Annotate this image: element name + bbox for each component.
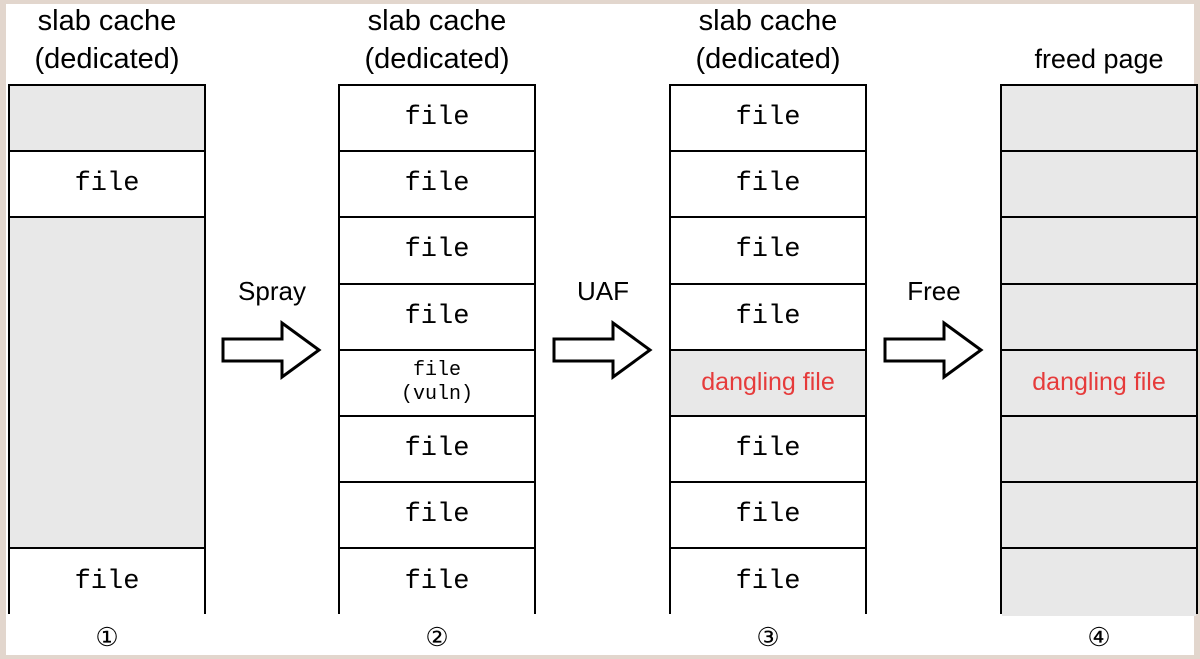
file-object-label: file [404, 103, 470, 134]
panel-1-title: slab cache (dedicated) [34, 5, 180, 75]
arrow-label-uaf: UAF [577, 276, 629, 306]
slab-1-slot-4 [10, 284, 204, 351]
file-object-label: file [735, 434, 801, 465]
slab-3-slot-4: file [671, 284, 865, 351]
file-object-label: file [735, 500, 801, 531]
arrow-free-icon [883, 320, 984, 380]
slab-3-slot-1: file [671, 86, 865, 153]
file-object-label: file [735, 567, 801, 598]
slab-4-slot-3 [1002, 218, 1196, 285]
slab-column-1: file file [8, 84, 206, 616]
slab-1-slot-6 [10, 417, 204, 484]
step-1-label: ① [95, 622, 119, 652]
arrow-spray-icon [221, 320, 322, 380]
slab-column-4: dangling file [1000, 84, 1198, 616]
file-object-label: file [74, 567, 140, 598]
slab-4-slot-2 [1002, 152, 1196, 219]
frame-top [0, 0, 1200, 4]
slab-2-slot-8: file [340, 549, 534, 616]
file-object-label: file [404, 434, 470, 465]
slab-3-slot-3: file [671, 218, 865, 285]
slab-1-slot-8: file [10, 549, 204, 616]
slab-4-slot-1 [1002, 86, 1196, 153]
file-object-label: file [404, 567, 470, 598]
slab-column-3: file file file file dangling file file file fil… [669, 84, 867, 616]
file-object-label: file [735, 103, 801, 134]
arrow-uaf-icon [552, 320, 653, 380]
panel-3-title: slab cache (dedicated) [695, 5, 841, 75]
file-object-label: file [735, 301, 801, 332]
slab-4-slot-7 [1002, 483, 1196, 550]
slab-3-slot-8: file [671, 549, 865, 616]
file-object-label: file [735, 169, 801, 200]
file-object-label: file [404, 500, 470, 531]
slab-2-slot-7: file [340, 483, 534, 550]
slab-1-slot-3 [10, 218, 204, 285]
file-object-label: file [404, 235, 470, 266]
arrow-label-free: Free [907, 276, 961, 306]
slab-2-slot-1: file [340, 86, 534, 153]
slab-column-2: file file file file file (vuln) file file file [338, 84, 536, 616]
dangling-file-label: dangling file [701, 368, 835, 397]
slab-3-slot-6: file [671, 417, 865, 484]
slab-3-slot-7: file [671, 483, 865, 550]
file-object-label: file [735, 235, 801, 266]
slab-2-slot-3: file [340, 218, 534, 285]
slab-4-slot-5: dangling file [1002, 350, 1196, 417]
frame-left [0, 0, 6, 659]
step-3-label: ③ [756, 622, 780, 652]
slab-3-slot-5: dangling file [671, 350, 865, 417]
slab-3-slot-2: file [671, 152, 865, 219]
slab-4-slot-8 [1002, 549, 1196, 616]
slab-4-slot-4 [1002, 284, 1196, 351]
slab-1-slot-7 [10, 483, 204, 550]
slab-2-slot-6: file [340, 417, 534, 484]
file-object-label: file (vuln) [400, 358, 473, 406]
slab-2-slot-4: file [340, 284, 534, 351]
step-4-label: ④ [1087, 622, 1111, 652]
slab-2-slot-5: file (vuln) [340, 350, 534, 417]
panel-2-title: slab cache (dedicated) [364, 5, 510, 75]
slab-1-slot-5 [10, 350, 204, 417]
slab-1-slot-2: file [10, 152, 204, 219]
file-object-label: file [74, 169, 140, 200]
panel-4-title: freed page [1034, 44, 1164, 74]
file-object-label: file [404, 169, 470, 200]
file-object-label: file [404, 301, 470, 332]
arrow-label-spray: Spray [238, 276, 306, 306]
slab-4-slot-6 [1002, 417, 1196, 484]
frame-bottom [0, 655, 1200, 659]
dangling-file-label: dangling file [1032, 368, 1166, 397]
slab-1-slot-1 [10, 86, 204, 153]
slab-2-slot-2: file [340, 152, 534, 219]
step-2-label: ② [425, 622, 449, 652]
